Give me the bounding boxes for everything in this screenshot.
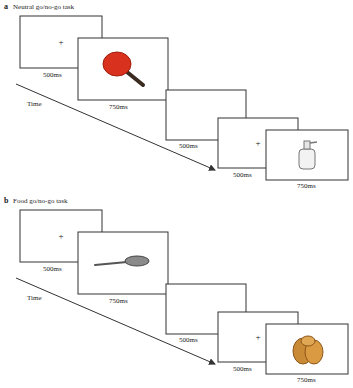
- fixation-screen: +: [20, 16, 102, 68]
- fixation-cross: +: [255, 138, 260, 148]
- panel-title: Neutral go/no-go task: [12, 3, 75, 11]
- paddle-head: [103, 52, 131, 76]
- fixation-cross: +: [58, 231, 63, 241]
- fixation-cross: +: [255, 332, 260, 342]
- bottle-nozzle: [310, 142, 317, 143]
- panel-title: Food go/no-go task: [12, 197, 68, 205]
- paddle-handle: [127, 72, 143, 85]
- duration-label: 750ms: [296, 182, 317, 190]
- fixation-screen: +: [20, 210, 102, 262]
- panel-drawing: [16, 16, 348, 180]
- bottle-neck: [304, 141, 310, 149]
- duration-label: 750ms: [296, 376, 317, 384]
- duration-label: 750ms: [108, 297, 129, 305]
- duration-label: 500ms: [42, 71, 63, 79]
- duration-label: 500ms: [232, 171, 253, 179]
- screen-frame: [266, 324, 348, 374]
- axis-label: Time: [26, 100, 43, 108]
- fixation-screen: +: [218, 312, 298, 362]
- screen-frame: [78, 38, 168, 100]
- screen-frame: [266, 130, 348, 180]
- panel-letter: b: [3, 196, 9, 205]
- bottle-body: [299, 149, 315, 169]
- food-piece: [301, 336, 315, 346]
- duration-label: 500ms: [178, 336, 199, 344]
- spoon-bowl: [125, 256, 149, 266]
- duration-label: 500ms: [232, 365, 253, 373]
- fixation-screen: +: [218, 118, 298, 168]
- fixation-cross: +: [58, 37, 63, 47]
- duration-label: 500ms: [178, 142, 199, 150]
- spoon-handle: [95, 262, 127, 265]
- duration-label: 500ms: [42, 265, 63, 273]
- duration-label: 750ms: [108, 103, 129, 111]
- panel-drawing: [16, 210, 348, 374]
- screen-frame: [78, 232, 168, 294]
- axis-label: Time: [26, 294, 43, 302]
- panel-letter: a: [3, 2, 9, 11]
